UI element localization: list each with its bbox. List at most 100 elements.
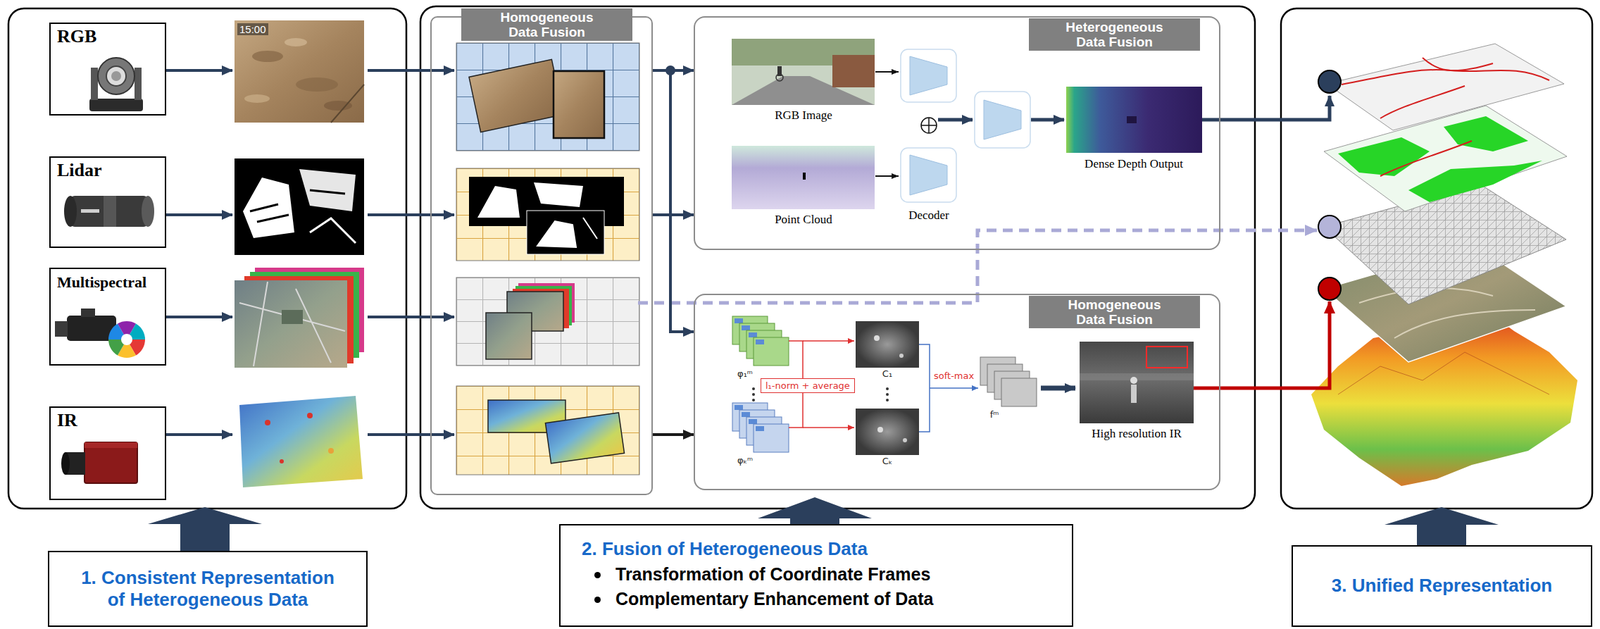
rgb-camera-icon	[134, 67, 142, 100]
module-name: Decoder	[908, 208, 950, 223]
multispectral-cube	[239, 281, 346, 367]
layer-marker	[1318, 215, 1341, 239]
flow-arrow	[652, 433, 694, 436]
encoder-block	[983, 100, 1022, 140]
road-photo	[832, 54, 875, 88]
ellipsis-dots	[885, 387, 889, 391]
road-photo	[776, 73, 784, 81]
fusion-line	[929, 387, 979, 389]
block-arrow	[757, 497, 872, 524]
map-layer	[1326, 43, 1565, 131]
lidar-scan	[309, 218, 356, 243]
math-symbol: φ₁ᵐ	[737, 368, 753, 379]
ir-camera-icon	[61, 442, 138, 484]
input-arrow	[166, 70, 455, 435]
layer-marker	[1318, 70, 1341, 300]
fusion-subpanel: Heterogeneous Data Fusion	[693, 16, 1221, 250]
network-arrow	[875, 175, 899, 177]
activity-map	[855, 321, 920, 455]
aligned-grid-tile	[456, 277, 640, 366]
aligned-grid-tile	[456, 42, 640, 151]
multispectral-camera-icon	[80, 308, 96, 317]
ir-heatmap	[239, 395, 363, 488]
math-symbol: φₖᵐ	[737, 454, 753, 466]
input-arrow	[367, 315, 455, 319]
map-layer	[1422, 57, 1493, 71]
ellipsis-dots	[752, 387, 755, 391]
feature-stack	[748, 332, 758, 338]
sensor-label: Lidar	[57, 159, 103, 181]
caption-text: 3. Unified Representation	[1331, 574, 1553, 597]
ir-heatmap	[307, 412, 313, 419]
point-cloud-image	[802, 172, 806, 180]
ir-result-image	[1130, 384, 1137, 403]
lidar-icon	[64, 195, 155, 227]
sensor-label: RGB	[57, 26, 97, 48]
rgb-photo	[284, 38, 308, 47]
rgb-photo	[252, 50, 284, 62]
feature-stack	[1001, 378, 1037, 407]
aligned-grid-tile	[526, 210, 605, 255]
rgb-photo	[234, 20, 365, 123]
aligned-grid-tile	[456, 385, 640, 475]
rgb-photo	[234, 20, 365, 123]
bullet-item: Complementary Enhancement of Data	[615, 588, 1058, 610]
block-arrow	[147, 507, 262, 551]
map-layer	[1323, 105, 1567, 212]
fusion-panel: Homogeneous Data Fusion	[430, 16, 653, 496]
lidar-scan	[299, 169, 356, 212]
output-arrow	[638, 230, 1317, 303]
ir-result-image	[1079, 341, 1194, 424]
multispectral-camera-icon	[54, 321, 68, 337]
ir-heatmap	[239, 395, 363, 488]
map-layer	[1338, 137, 1430, 177]
map-layer	[1408, 160, 1543, 203]
panel-heading: Homogeneous Data Fusion	[1028, 295, 1200, 329]
aligned-grid-tile	[485, 312, 532, 360]
bullet-item: Transformation of Coordinate Frames	[615, 564, 1058, 585]
ellipsis-dots	[752, 392, 755, 396]
multispectral-cube	[234, 280, 348, 368]
lidar-icon	[70, 195, 148, 227]
ir-heatmap	[264, 419, 271, 426]
ir-camera-icon	[84, 442, 138, 484]
sensor-box: IR	[49, 406, 167, 500]
multispectral-cube	[281, 309, 303, 324]
feature-stack	[755, 339, 765, 345]
caption-box: 2. Fusion of Heterogeneous DataTransform…	[559, 523, 1074, 627]
aligned-grid-tile	[456, 42, 640, 151]
multispectral-camera-icon	[121, 333, 133, 346]
sum-symbol	[921, 117, 937, 134]
depth-map	[1066, 86, 1203, 153]
lidar-icon	[141, 195, 155, 227]
block-arrow	[1384, 507, 1499, 546]
map-layer	[1323, 183, 1567, 305]
map-layer	[1311, 43, 1578, 486]
feature-stack	[748, 419, 758, 424]
rgb-camera-icon	[111, 71, 122, 81]
input-arrow	[166, 433, 233, 436]
flow-arrow	[652, 213, 694, 217]
encoder-block	[900, 49, 957, 103]
input-arrow	[367, 213, 455, 217]
sensor-box: Lidar	[49, 156, 167, 248]
ir-heatmap	[328, 447, 334, 454]
map-layer	[1341, 69, 1550, 85]
depth-map	[1066, 86, 1203, 153]
image-caption: High resolution IR	[1091, 426, 1182, 441]
aligned-grid-tile	[553, 71, 605, 139]
road-photo	[731, 38, 875, 105]
ir-camera-icon	[84, 442, 138, 448]
feature-stack	[734, 318, 743, 324]
aligned-grid-tile	[469, 59, 564, 132]
encoder-block	[900, 49, 1031, 203]
output-arrow	[1202, 95, 1330, 120]
lidar-icon	[64, 195, 77, 227]
encoder-block	[909, 154, 948, 196]
activity-map	[899, 353, 904, 358]
ir-heatmap	[279, 459, 284, 464]
lidar-scan	[234, 158, 365, 255]
lidar-icon	[80, 209, 100, 213]
caption-heading: 2. Fusion of Heterogeneous Data	[581, 538, 1058, 560]
